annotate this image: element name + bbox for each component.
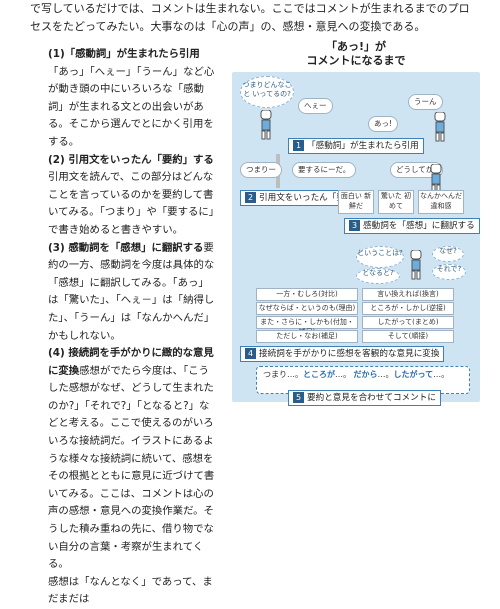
conjunction-card: 一方・むしろ(対比) [256,288,358,301]
thought-tsumari: つまりー [240,162,282,178]
conjunction-card: また・さらに・しかも(付加・補足) [256,316,358,336]
bubble-dousite: どうしてか? [390,162,444,178]
final-dots: …。 [377,370,394,379]
final-dots: …。 [433,370,450,379]
intro-paragraph: で写しているだけでは、コメントは生まれない。ここではコメントが生まれるまでのプロ… [30,2,470,33]
feeling-card-a: 面白い 新鮮だ [338,190,374,214]
step-5-label: 要約と意見を合わせてコメントに [307,393,436,403]
section-2-heading: (2) 引用文をいったん「要約」する [48,153,214,166]
thought-cloud-tsumari: つまりどんなこと いってるの? [240,76,294,108]
final-word-dakara: だから [353,370,378,379]
conjunction-card: ところが・しかし(逆接) [362,302,454,315]
section-1-heading: (1)「感動詞」が生まれたら引用 [48,48,200,60]
final-comment-box: つまり…。ところが…。 だから…。したがって…。 [256,366,470,394]
step-1-label: 「感動詞」が生まれたら引用 [307,141,419,151]
conjunction-card: なぜならば・というのも(理由) [256,302,358,315]
robot-icon [430,164,442,194]
final-word-shitagatte: したがって [393,370,434,379]
robot-icon [434,112,446,142]
feeling-card-b: 驚いた 初めて [378,190,414,214]
section-1-text: 「あっ」「へぇー」「うーん」など心が動き頭の中にいろいろな「感動詞」が生まれる文… [48,65,215,148]
body-text-column: (1)「感動詞」が生まれたら引用「あっ」「へぇー」「うーん」など心が動き頭の中に… [48,46,216,609]
step-number: 2 [245,192,256,203]
conjunction-card: ただし・なお(補足) [256,330,358,343]
step-number: 5 [293,392,304,403]
section-2-text: 引用文を読んで、この部分はどんなことを言っているのかを要約して書いてみる。「つま… [48,171,214,236]
process-figure: 「あっ!」が コメントになるまで つまりどんなこと いってるの? へぇー うーん… [228,40,484,406]
conjunction-card: そして(順接) [362,330,454,343]
section-3-heading: (3) 感動詞を「感想」に翻訳する [48,241,204,254]
section-3-text: 要約の一方、感動詞を今度は具体的な「感想」に翻訳してみる。「あっ」は「驚いた」、… [48,241,215,342]
conjunction-card: 言い換えれば(換言) [362,288,454,301]
section-5-text: 感想は「なんとなく」であって、まだまだは [48,575,213,606]
section-4-text: 感想がでたら今度は、「こうした感想がなぜ、どうして生まれたのか?」「それで?」「… [48,364,215,571]
section-4-heading: (4) 接続詞を手がかりに緻的な意見に変換 [48,347,214,377]
cloud-naze: なぜ? [432,246,464,262]
conjunction-card: したがって(まとめ) [362,316,454,329]
final-dots: …。 [287,370,303,379]
bubble-hee: へぇー [298,98,333,114]
thought-yousuru: 要するにーだ。 [292,162,357,178]
robot-icon [260,110,272,140]
step-2-label: 引用文をいったん「要約」 [259,193,363,203]
cloud-tonaru: となると? [356,268,400,284]
figure-title-line1: 「あっ!」が [325,40,387,53]
step-number: 3 [349,220,360,231]
robot-icon [410,250,422,280]
step-number: 4 [245,348,256,359]
step-number: 1 [293,140,304,151]
feeling-card-c: なんかへんだ 違和感 [418,190,464,214]
final-dots: …。 [335,370,351,379]
figure-title-line2: コメントになるまで [306,54,406,67]
figure-panel: つまりどんなこと いってるの? へぇー うーん あっ! 1「感動詞」が生まれたら… [232,72,480,406]
figure-title: 「あっ!」が コメントになるまで [228,40,484,68]
final-word-tsumari: つまり [263,370,287,379]
step-3-label: 感動詞を「感想」に翻訳する [363,221,475,231]
cloud-to-iu-koto: ということは? [356,246,404,268]
bubble-a: あっ! [368,116,399,132]
step-1-box: 1「感動詞」が生まれたら引用 [288,138,424,154]
cloud-sorede: それで? [432,264,466,280]
bubble-un: うーん [408,94,443,110]
final-word-tokoroga: ところが [303,370,335,379]
step-4-label: 接続詞を手がかりに感想を客観的な意見に変換 [259,349,440,359]
